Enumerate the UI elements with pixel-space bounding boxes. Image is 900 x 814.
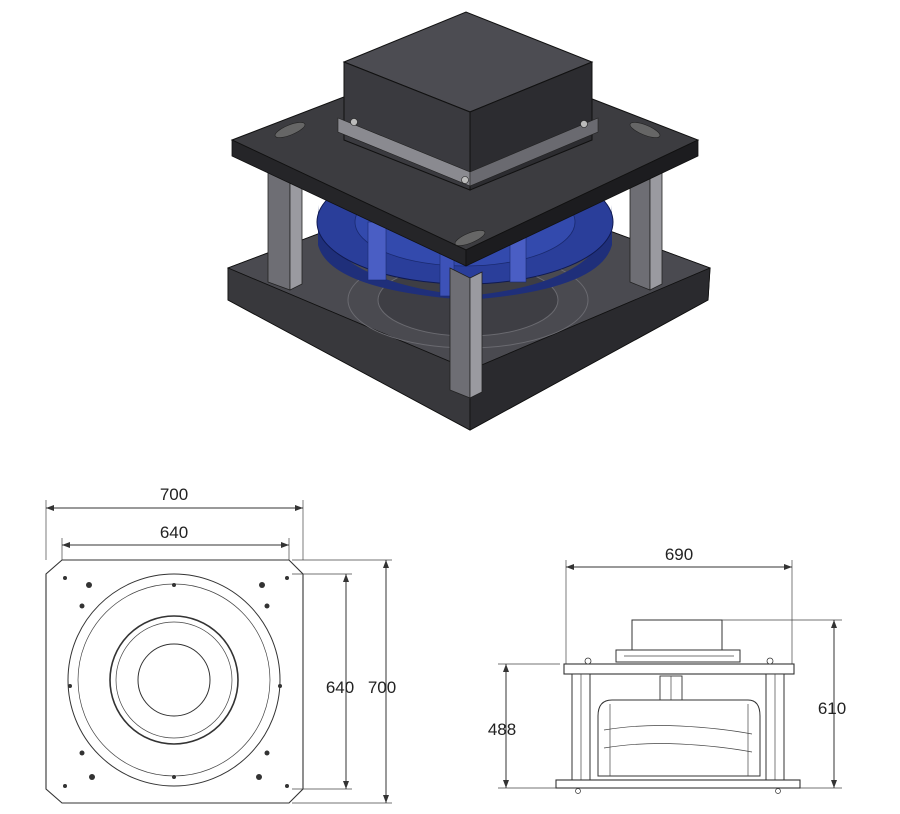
dim-side-height-total: 610 [818, 620, 846, 788]
dim-label-side-height-total: 610 [818, 699, 846, 718]
dim-label-width-outer: 700 [160, 485, 188, 504]
top-plate-outline [45, 559, 304, 804]
dim-label-height-inner: 640 [326, 678, 354, 697]
motor-box [337, 11, 599, 191]
top-view-drawing: 700 640 [45, 485, 396, 804]
dim-side-height-body: 488 [488, 664, 516, 788]
isometric-fan-render [226, 11, 712, 431]
dim-height-inner: 640 [326, 574, 354, 789]
dim-label-height-outer: 700 [368, 678, 396, 697]
top-view-bolt-holes [63, 576, 289, 788]
dim-label-width-inner: 640 [160, 523, 188, 542]
dim-height-outer: 700 [368, 560, 396, 803]
dim-width-outer: 700 [46, 485, 303, 511]
dim-width-inner: 640 [62, 523, 289, 548]
support-posts [267, 167, 663, 399]
side-view-drawing: 690 488 [488, 545, 846, 794]
dim-side-width: 690 [566, 545, 792, 570]
dim-label-side-width: 690 [665, 545, 693, 564]
dim-label-side-height-body: 488 [488, 720, 516, 739]
